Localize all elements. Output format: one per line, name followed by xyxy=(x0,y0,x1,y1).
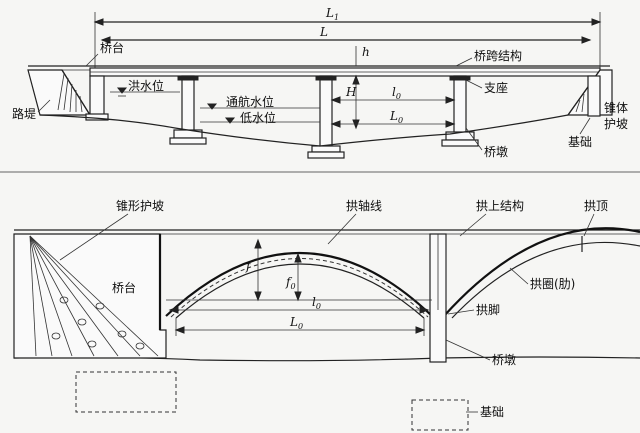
abutment-label-b: 桥台 xyxy=(112,280,136,295)
arch-2-extrados xyxy=(443,227,640,317)
arrow xyxy=(93,18,104,26)
springing-label: 拱脚 xyxy=(476,302,500,317)
leader xyxy=(59,213,129,261)
spandrel-label: 拱上结构 xyxy=(476,198,524,213)
right-abutment xyxy=(587,75,601,117)
cone-slope-label: 锥形护坡 xyxy=(116,199,164,213)
abutment-label: 桥台 xyxy=(100,40,124,55)
bearing-2 xyxy=(315,75,337,81)
bearing-3 xyxy=(449,75,471,81)
arrow xyxy=(415,326,426,334)
riverbed xyxy=(39,114,569,147)
left-abutment xyxy=(89,75,105,117)
cone-label-2: 护坡 xyxy=(604,117,628,131)
leader xyxy=(583,213,595,237)
arrow xyxy=(168,306,179,314)
flood-level-label: 洪水位 xyxy=(128,78,164,93)
pier-label: 桥墩 xyxy=(484,145,508,159)
top-panel: L1 L h H xyxy=(0,6,640,173)
crown-label: 拱顶 xyxy=(584,199,608,213)
pier-1 xyxy=(169,75,207,145)
arrow xyxy=(254,238,262,249)
arch-2-intrados xyxy=(451,241,640,319)
arch-intrados xyxy=(175,263,425,319)
leader xyxy=(465,127,483,151)
dim-h-label: h xyxy=(362,45,370,59)
arrow xyxy=(445,120,456,128)
dim-L0-label: L0 xyxy=(389,109,403,125)
leader xyxy=(445,339,491,361)
arrow xyxy=(330,96,341,104)
pier-3 xyxy=(441,75,479,147)
nav-level-label: 通航水位 xyxy=(226,94,274,109)
abutment-body xyxy=(13,233,167,359)
span-structure-label: 桥跨结构 xyxy=(474,48,522,63)
arch-axis-label: 拱轴线 xyxy=(346,198,382,213)
pier-foundation xyxy=(411,399,469,431)
dim-l0-label: l0 xyxy=(392,85,401,101)
leader xyxy=(509,267,529,285)
leader xyxy=(455,57,473,67)
arrow xyxy=(254,291,262,302)
left-cone-hatch xyxy=(57,73,83,113)
dim-L0-label-b: L0 xyxy=(289,315,303,331)
bearing-label: 支座 xyxy=(484,80,508,95)
dim-f0-label: f0 xyxy=(285,275,296,291)
cone-slope-fan xyxy=(29,235,159,357)
bottom-panel: f f0 l0 L0 锥形护坡 拱轴线 拱上结构 拱顶 桥台 拱圈(肋) 拱脚 xyxy=(13,198,640,431)
foundation-label: 基础 xyxy=(568,135,592,149)
leader xyxy=(447,309,475,315)
arrow xyxy=(419,306,430,314)
arrow xyxy=(330,120,341,128)
roadbed-label: 路堤 xyxy=(12,106,36,121)
leader xyxy=(465,79,483,89)
pier-2 xyxy=(307,75,345,159)
arrow xyxy=(294,291,302,302)
arrow xyxy=(174,326,185,334)
low-level-label: 低水位 xyxy=(240,110,276,125)
left-embankment xyxy=(27,69,92,116)
cone-label: 锥体 xyxy=(604,101,628,115)
arrow xyxy=(591,18,602,26)
leader xyxy=(459,213,487,237)
arrow xyxy=(445,96,456,104)
dim-l0-label-b: l0 xyxy=(312,295,321,311)
nav-level-icon xyxy=(206,103,218,110)
arrow xyxy=(352,74,360,85)
dim-H-label: H xyxy=(345,85,357,99)
leader xyxy=(85,53,99,67)
leader xyxy=(327,213,357,245)
pier-label-b: 桥墩 xyxy=(492,353,516,367)
dim-L1-label: L1 xyxy=(325,6,339,22)
arrow xyxy=(100,36,111,44)
flood-level-icon xyxy=(116,87,128,94)
abutment-foundation xyxy=(75,371,177,413)
leader xyxy=(37,99,51,113)
dim-f-label: f xyxy=(245,259,253,273)
arrow xyxy=(581,36,592,44)
arch-ring-label: 拱圈(肋) xyxy=(530,276,575,291)
dim-L-label: L xyxy=(319,25,328,39)
leader xyxy=(579,117,591,135)
bearing-1 xyxy=(177,75,199,81)
arch-axis-line xyxy=(170,258,429,318)
arrow xyxy=(294,252,302,263)
low-level-icon xyxy=(224,117,236,124)
arch-extrados xyxy=(165,252,433,317)
foundation-label-b: 基础 xyxy=(480,405,504,419)
